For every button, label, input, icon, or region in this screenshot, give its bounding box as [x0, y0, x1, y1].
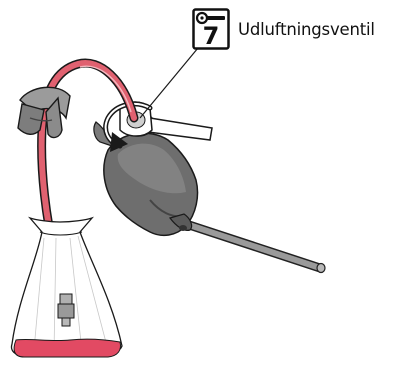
- leader-line: [140, 48, 198, 118]
- brake-line: [180, 222, 325, 273]
- bleed-valve-callout: 7 Udluftningsventil: [192, 8, 375, 50]
- bleed-valve-label: Udluftningsventil: [238, 20, 375, 39]
- bleed-fluid: [14, 339, 120, 357]
- bleed-bag: [12, 218, 122, 357]
- hex-wrench-icon: 7: [192, 8, 230, 50]
- tool-size: 7: [192, 24, 230, 48]
